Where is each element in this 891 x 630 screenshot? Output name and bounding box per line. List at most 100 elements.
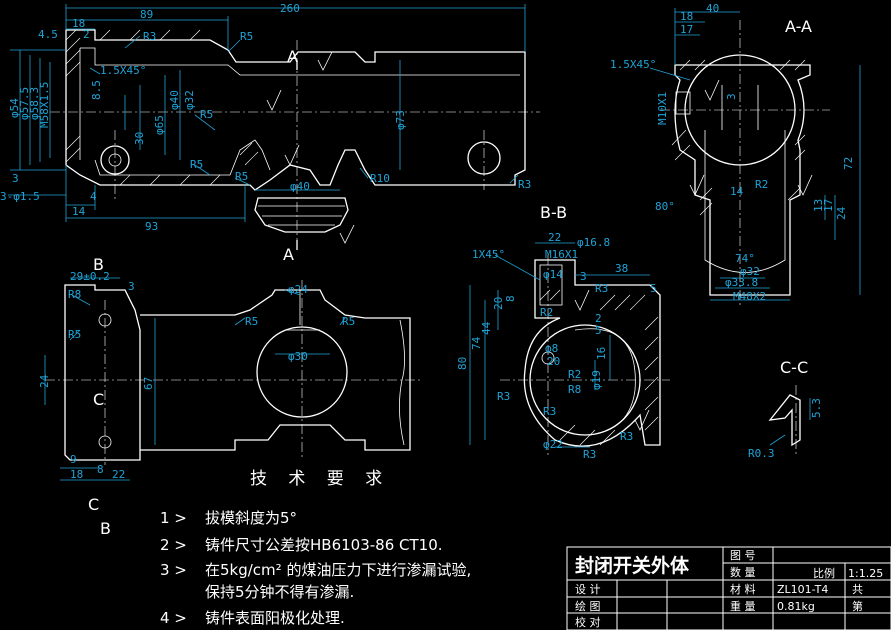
b-dim-r5-b: R5	[245, 315, 258, 328]
weight-value: 0.81kg	[777, 600, 815, 613]
req-num-1: 1 >	[160, 509, 187, 527]
section-mark-c-top: C	[93, 390, 104, 409]
bb-dim-3: 3	[580, 270, 587, 283]
section-aa-view	[649, 8, 861, 305]
bb-dim-8: 8	[504, 295, 517, 302]
b-dim-67: 67	[142, 377, 155, 390]
title-block: 封闭开关外体 图 号 数 量 比例 1:1.25 设 计 绘 图 校 对 材 料…	[566, 546, 891, 630]
technical-requirements: 技 术 要 求 1 > 拔模斜度为5° 2 > 铸件尺寸公差按HB6103-86…	[160, 469, 471, 627]
bb-dim-chamfer: 1X45°	[472, 248, 505, 261]
dim-2: 2	[83, 28, 90, 41]
section-bb-dimensions: 1X45° 22 φ16.8 M16X1 φ14 3 38 R3 5 20 8 …	[456, 231, 657, 461]
dim-r5-c: R5	[190, 158, 203, 171]
aa-dim-17: 17	[680, 23, 693, 36]
dim-phi58-3: φ58.3	[28, 87, 41, 120]
dim-phi40: φ40	[168, 90, 181, 110]
aa-dim-phi33-8: φ33.8	[725, 276, 758, 289]
dim-r10: R10	[370, 172, 390, 185]
aa-dim-72: 72	[842, 157, 855, 170]
dim-8-5: 8.5	[90, 80, 103, 100]
bb-dim-phi14: φ14	[543, 268, 563, 281]
b-dim-9: 9	[70, 453, 77, 466]
bb-dim-38: 38	[615, 262, 628, 275]
dim-r5-b: R5	[200, 108, 213, 121]
aa-dim-m48: M48X2	[733, 290, 766, 303]
bb-dim-phi16-8: φ16.8	[577, 236, 610, 249]
dim-r5-d: R5	[235, 170, 248, 183]
aa-dim-r2: R2	[755, 178, 768, 191]
bb-dim-r2-b: R2	[568, 368, 581, 381]
b-dim-phi30: φ30	[288, 350, 308, 363]
section-mark-a-top: A	[287, 47, 298, 66]
scale-value: 1:1.25	[848, 567, 883, 580]
dim-phi57-5: φ57.5	[18, 87, 31, 120]
bb-dim-phi22: φ22	[543, 438, 563, 451]
req-text-1: 拔模斜度为5°	[205, 509, 297, 527]
b-dim-r8: R8	[68, 288, 81, 301]
material-value: ZL101-T4	[777, 583, 828, 596]
b-dim-24: 24	[38, 374, 51, 388]
bb-dim-5-b: 5	[595, 324, 602, 337]
bb-dim-20-b: 20	[547, 355, 560, 368]
scale-label: 比例	[813, 566, 835, 580]
bb-dim-r2: R2	[540, 306, 553, 319]
dim-phi54: φ54	[8, 98, 21, 118]
section-title-aa: A-A	[785, 17, 812, 36]
dim-260: 260	[280, 2, 300, 15]
section-mark-a-bottom: A	[283, 245, 294, 264]
part-name: 封闭开关外体	[575, 554, 690, 577]
b-dim-29: 29±0.2	[70, 270, 110, 283]
dim-30: 30	[133, 132, 146, 145]
quantity-label: 数 量	[730, 566, 756, 579]
cc-dim-r0-3: R0.3	[748, 447, 775, 460]
dim-3-phi1-5: 3-φ1.5	[0, 190, 40, 203]
aa-dim-74deg: 74°	[735, 252, 755, 265]
bb-dim-2: 2	[595, 312, 602, 325]
bb-dim-r3: R3	[595, 282, 608, 295]
section-cc-view	[768, 385, 811, 455]
bb-dim-16: 16	[595, 347, 608, 360]
section-mark-b-bottom: B	[100, 519, 111, 538]
bb-dim-phi19: φ19	[590, 370, 603, 390]
section-aa-dimensions: 18 17 40 1.5X45° M10X1 3 R2 80° 74° φ32 …	[610, 2, 855, 303]
total-label: 共	[852, 583, 863, 596]
dim-14: 14	[72, 205, 86, 218]
b-dim-phi24: φ24	[288, 283, 308, 296]
dim-r5: R5	[240, 30, 253, 43]
bb-dim-80: 80	[456, 357, 469, 370]
aa-dim-chamfer: 1.5X45°	[610, 58, 656, 71]
dim-phi32: φ32	[183, 90, 196, 110]
bb-dim-r3-d: R3	[620, 430, 633, 443]
aa-dim-24: 24	[835, 206, 848, 220]
bb-dim-44: 44	[480, 321, 493, 335]
req-text-4: 铸件表面阳极化处理.	[205, 609, 345, 627]
section-bb-view	[469, 242, 670, 455]
aa-dim-80deg: 80°	[655, 200, 675, 213]
weight-label: 重 量	[730, 599, 756, 613]
dim-4: 4	[90, 190, 97, 203]
section-mark-b-top: B	[93, 255, 104, 274]
aa-dim-3: 3	[725, 93, 738, 100]
dim-r3: R3	[143, 30, 156, 43]
bb-dim-phi8: φ8	[545, 342, 558, 355]
section-cc-dimensions: 5.3 R0.3	[748, 398, 823, 460]
bb-dim-r3-e: R3	[583, 448, 596, 461]
b-view	[44, 277, 420, 481]
section-title-bb: B-B	[540, 203, 567, 222]
req-text-2: 铸件尺寸公差按HB6103-86 CT10.	[205, 536, 443, 554]
b-dim-8: 8	[97, 463, 104, 476]
dim-m58: M58X1.5	[38, 82, 51, 128]
b-dim-r5-c: R5	[342, 315, 355, 328]
aa-dim-phi32: φ32	[740, 265, 760, 278]
aa-dim-17-b: 17	[822, 199, 835, 212]
material-label: 材 料	[730, 582, 756, 596]
b-dim-22: 22	[112, 468, 125, 481]
b-dim-18: 18	[70, 468, 83, 481]
main-view	[8, 4, 540, 250]
dim-18: 18	[72, 17, 85, 30]
aa-dim-13: 13	[812, 199, 825, 212]
dim-chamfer: 1.5X45°	[100, 64, 146, 77]
req-num-4: 4 >	[160, 609, 187, 627]
dim-89: 89	[140, 8, 153, 21]
dim-r3-b: R3	[518, 178, 531, 191]
